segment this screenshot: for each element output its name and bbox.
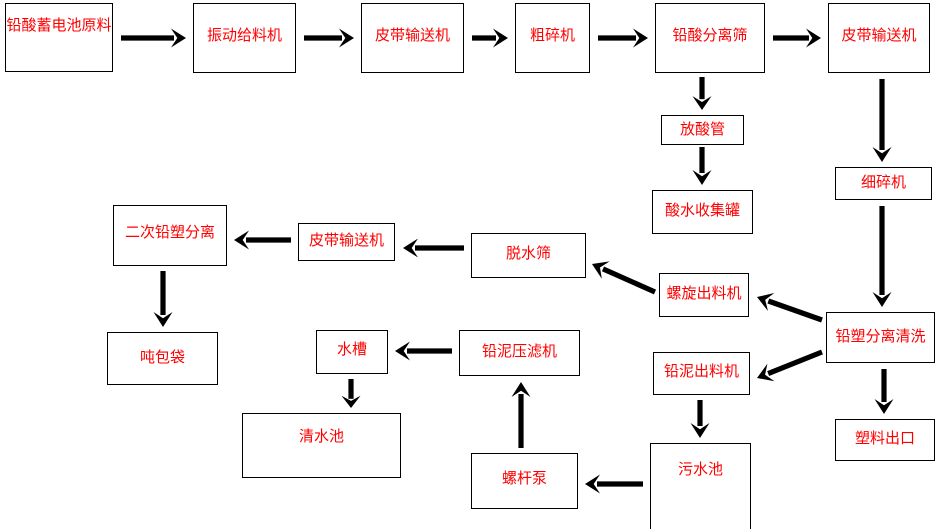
node-screw-pump[interactable]: 螺杆泵 <box>471 453 578 509</box>
arrow-dewater-to-belt3 <box>403 238 464 258</box>
arrow-leadmud-to-sewage <box>690 400 710 438</box>
node-label: 水槽 <box>336 342 367 358</box>
node-fine-crusher[interactable]: 细碎机 <box>835 167 932 200</box>
node-acid-drain-pipe[interactable]: 放酸管 <box>661 115 744 145</box>
node-label: 皮带输送机 <box>308 233 384 249</box>
node-label: 铅塑分离清洗 <box>835 329 926 345</box>
node-label: 螺杆泵 <box>501 471 547 487</box>
node-acid-collection-tank[interactable]: 酸水收集罐 <box>652 190 753 234</box>
node-lead-mud-press[interactable]: 铅泥压滤机 <box>459 330 580 376</box>
arrow-belt1-to-crusher <box>472 28 508 48</box>
arrow-finecrusher-to-wash <box>872 206 892 307</box>
arrow-spiral-to-dewater <box>592 261 657 295</box>
arrow-belt3-to-secondary <box>234 230 291 250</box>
node-label: 粗碎机 <box>529 28 575 44</box>
node-belt-conveyor-1[interactable]: 皮带输送机 <box>361 3 464 73</box>
arrow-watertank-to-cleanpool <box>341 379 361 408</box>
arrow-press-to-watertank <box>395 341 452 361</box>
node-water-tank[interactable]: 水槽 <box>316 330 388 374</box>
arrow-wash-to-leadmud <box>757 349 823 382</box>
arrow-drainpipe-to-tank <box>692 147 712 185</box>
arrow-crusher-to-acidsep <box>598 28 648 48</box>
node-label: 铅酸蓄电池原料 <box>6 18 112 34</box>
node-label: 吨包袋 <box>139 350 185 366</box>
node-clean-water-pool[interactable]: 清水池 <box>242 413 401 478</box>
node-lead-plastic-wash[interactable]: 铅塑分离清洗 <box>826 312 935 363</box>
node-label: 螺旋出料机 <box>666 286 742 302</box>
node-label: 清水池 <box>298 429 344 445</box>
node-vibrating-feeder[interactable]: 振动给料机 <box>193 3 296 73</box>
node-label: 放酸管 <box>679 122 725 138</box>
node-label: 振动给料机 <box>206 28 282 44</box>
node-dewatering-screen[interactable]: 脱水筛 <box>471 233 586 278</box>
arrow-acidsep-to-belt2 <box>773 28 821 48</box>
arrow-sewage-to-screwpump <box>585 474 643 494</box>
node-plastic-outlet[interactable]: 塑料出口 <box>835 419 935 461</box>
arrow-belt2-to-finecrusher <box>872 79 892 162</box>
arrow-wash-to-plasticoutlet <box>874 369 894 414</box>
arrow-screwpump-to-press <box>511 382 531 448</box>
node-label: 铅泥出料机 <box>663 364 739 380</box>
node-label: 酸水收集罐 <box>664 203 740 219</box>
arrow-feeder-to-belt1 <box>304 28 354 48</box>
node-label: 二次铅塑分离 <box>124 225 215 241</box>
node-label: 细碎机 <box>860 175 906 191</box>
node-coarse-crusher[interactable]: 粗碎机 <box>515 3 590 73</box>
node-belt-conveyor-2[interactable]: 皮带输送机 <box>828 3 930 73</box>
node-belt-conveyor-3[interactable]: 皮带输送机 <box>298 223 395 261</box>
arrow-raw-to-feeder <box>121 28 186 48</box>
node-label: 脱水筛 <box>505 246 551 262</box>
node-raw-material[interactable]: 铅酸蓄电池原料 <box>5 3 113 72</box>
node-label: 污水池 <box>677 462 723 478</box>
node-label: 皮带输送机 <box>841 28 917 44</box>
arrow-wash-to-spiral <box>757 293 823 323</box>
node-spiral-discharger[interactable]: 螺旋出料机 <box>659 273 749 317</box>
node-lead-mud-discharger[interactable]: 铅泥出料机 <box>653 352 750 395</box>
node-ton-bag[interactable]: 吨包袋 <box>107 332 218 385</box>
node-secondary-separator[interactable]: 二次铅塑分离 <box>113 205 227 266</box>
arrow-secondary-to-tonbag <box>153 271 173 327</box>
node-label: 铅泥压滤机 <box>481 344 557 360</box>
node-label: 塑料出口 <box>854 431 915 447</box>
node-label: 铅酸分离筛 <box>672 28 748 44</box>
node-sewage-pool[interactable]: 污水池 <box>650 443 751 529</box>
node-acid-separator[interactable]: 铅酸分离筛 <box>655 3 765 73</box>
node-label: 皮带输送机 <box>374 28 450 44</box>
arrow-acidsep-to-drainpipe <box>692 77 712 110</box>
